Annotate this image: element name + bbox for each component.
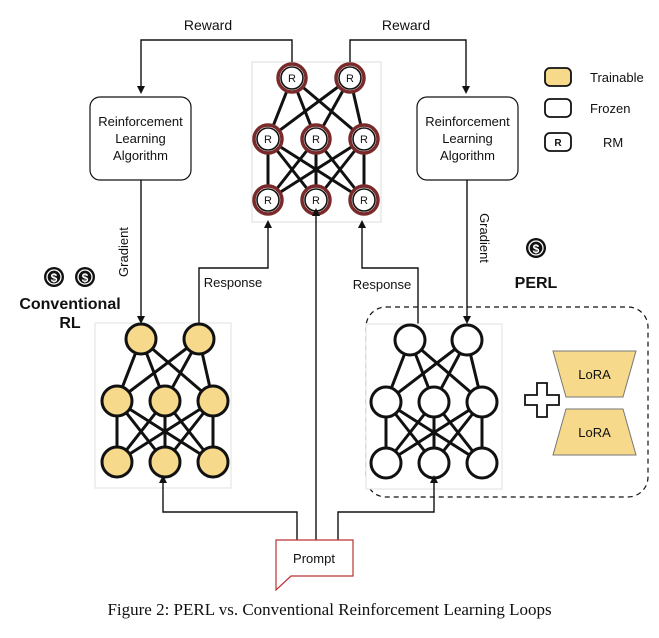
reward-arrow-right <box>349 39 470 94</box>
reward-label-right: Reward <box>382 17 430 33</box>
rm-node-inner <box>304 127 328 151</box>
network-edge <box>267 137 365 202</box>
trainable-node <box>148 445 182 479</box>
rm-node-label: R <box>360 195 368 207</box>
frozen-node <box>465 446 499 480</box>
rm-node-inner <box>352 127 376 151</box>
dollar-symbol: $ <box>51 271 58 285</box>
rl-algorithm-line-1: Reinforcement <box>98 114 183 129</box>
gradient-label-right: Gradient <box>477 213 492 263</box>
rl-algorithm-line-1: Reinforcement <box>425 114 510 129</box>
legend-rm-symbol: R <box>554 138 562 149</box>
lora-label-bottom: LoRA <box>578 425 611 440</box>
rm-node-inner <box>352 188 376 212</box>
perl-label: PERL <box>515 275 558 292</box>
network-edge <box>267 76 351 141</box>
frozen-node <box>417 385 451 419</box>
prompt-callout: Prompt <box>275 539 354 592</box>
prompt-arrow-right <box>337 475 438 540</box>
dollar-symbol: $ <box>533 242 540 256</box>
lora-label-top: LoRA <box>578 367 611 382</box>
rm-node-label: R <box>360 134 368 146</box>
response-arrow-left <box>198 220 272 323</box>
frozen-node <box>369 385 403 419</box>
figure-caption: Figure 2: PERL vs. Conventional Reinforc… <box>107 600 552 619</box>
perl-group: LoRA LoRA <box>365 306 649 498</box>
legend-frozen-label: Frozen <box>590 101 630 116</box>
dollar-icon-pair: $ $ <box>44 267 95 287</box>
rm-node-label: R <box>264 134 272 146</box>
lora-block-top <box>552 350 637 398</box>
reward-label-left: Reward <box>184 17 232 33</box>
legend-rm-swatch <box>544 132 572 152</box>
network-edge <box>116 337 200 403</box>
trainable-node <box>100 445 134 479</box>
plus-icon <box>524 382 560 418</box>
rl-algorithm-box-left: Reinforcement Learning Algorithm <box>89 96 192 181</box>
legend-rm-label: RM <box>603 135 623 150</box>
trainable-node <box>124 322 158 356</box>
rl-algorithm-box-right: Reinforcement Learning Algorithm <box>416 96 519 181</box>
trainable-node <box>100 384 134 418</box>
rl-algorithm-line-2: Learning <box>442 131 493 146</box>
rm-node-inner <box>256 188 280 212</box>
rm-node-inner <box>256 127 280 151</box>
network-edge <box>385 400 483 465</box>
prompt-label: Prompt <box>293 551 335 566</box>
trainable-node <box>196 384 230 418</box>
conventional-label: Conventional <box>19 296 120 313</box>
lora-block-bottom <box>552 408 637 456</box>
rl-label: RL <box>59 315 81 332</box>
network-edge <box>385 338 468 404</box>
frozen-node <box>393 323 427 357</box>
frozen-node <box>450 323 484 357</box>
frozen-node <box>369 446 403 480</box>
trainable-node <box>182 322 216 356</box>
legend-frozen-swatch <box>544 98 572 118</box>
prompt-arrow-left <box>159 475 298 540</box>
trainable-node <box>148 384 182 418</box>
legend-trainable-label: Trainable <box>590 70 644 85</box>
conventional-policy-network <box>94 322 232 489</box>
network-edge <box>116 399 214 464</box>
gradient-label-left: Gradient <box>116 227 131 277</box>
rl-algorithm-line-3: Algorithm <box>113 148 168 163</box>
dollar-symbol: $ <box>82 271 89 285</box>
rm-node-label: R <box>312 134 320 146</box>
rm-node-label: R <box>346 73 354 85</box>
legend-trainable-swatch <box>544 67 572 87</box>
rm-node-label: R <box>264 195 272 207</box>
rm-node-inner <box>338 66 362 90</box>
rl-algorithm-line-3: Algorithm <box>440 148 495 163</box>
reward-model-network: R R R R R R R R <box>251 61 382 223</box>
response-label-right: Response <box>353 277 412 292</box>
rl-algorithm-line-2: Learning <box>115 131 166 146</box>
rm-node-label: R <box>312 195 320 207</box>
response-label-left: Response <box>204 275 263 290</box>
response-arrow-right <box>358 220 419 325</box>
dollar-icon-single: $ <box>526 238 546 258</box>
frozen-node <box>465 385 499 419</box>
frozen-node <box>417 446 451 480</box>
legend: Trainable Frozen R RM <box>544 67 644 152</box>
reward-arrow-left <box>137 39 293 94</box>
trainable-node <box>196 445 230 479</box>
rm-node-label: R <box>288 73 296 85</box>
rm-node-inner <box>280 66 304 90</box>
